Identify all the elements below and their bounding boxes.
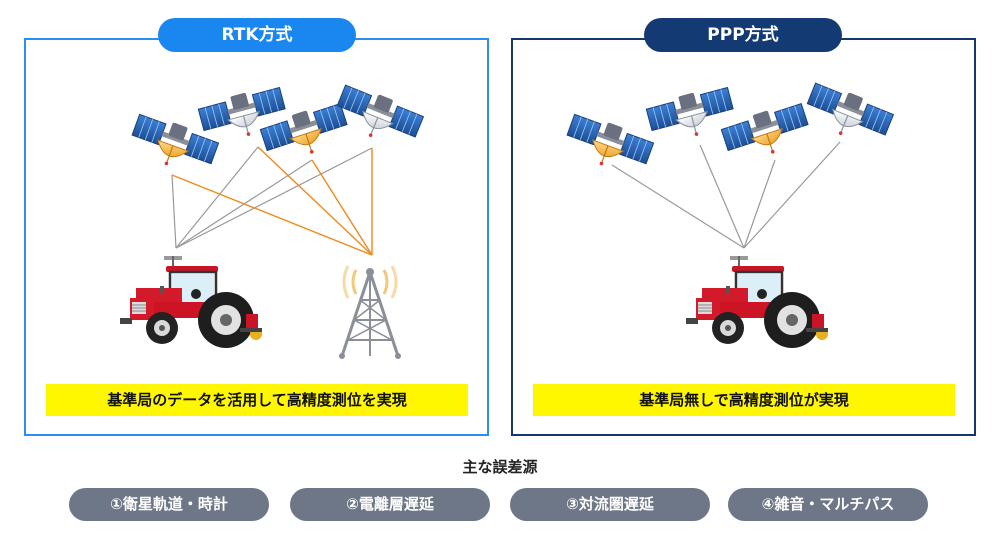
error-source-noise-multipath: ④雑音・マルチパス: [728, 488, 928, 521]
ppp-caption: 基準局無しで高精度測位が実現: [533, 384, 955, 416]
satellite-signal-line: [611, 164, 745, 249]
error-source-troposphere: ③対流圏遅延: [510, 488, 710, 521]
satellite-signal-line: [743, 141, 841, 249]
base-station-tower-icon: [339, 265, 401, 359]
rtk-signal-lines: [171, 146, 373, 256]
rtk-title: RTK方式: [158, 18, 356, 52]
ppp-panel: [511, 38, 976, 436]
tractor-icon: [684, 254, 830, 350]
satellite-signal-line: [699, 144, 745, 249]
error-source-orbit-clock: ①衛星軌道・時計: [69, 488, 269, 521]
satellite-signal-line: [175, 147, 373, 249]
correction-signal-line: [311, 159, 373, 256]
satellite-signal-line: [175, 146, 259, 249]
satellite-signal-line: [743, 159, 776, 249]
satellite-icon: [560, 110, 656, 181]
satellite-icon: [719, 99, 814, 168]
rtk-caption: 基準局のデータを活用して高精度測位を実現: [46, 384, 468, 416]
error-sources-heading: 主な誤差源: [462, 458, 538, 476]
ppp-title: PPP方式: [644, 18, 842, 52]
correction-signal-line: [257, 146, 373, 256]
correction-signal-line: [171, 174, 373, 256]
ppp-signal-lines: [611, 141, 841, 249]
tractor-icon: [118, 254, 264, 350]
error-source-ionosphere: ②電離層遅延: [290, 488, 490, 521]
satellite-icon: [800, 78, 896, 152]
satellite-signal-line: [171, 174, 177, 249]
